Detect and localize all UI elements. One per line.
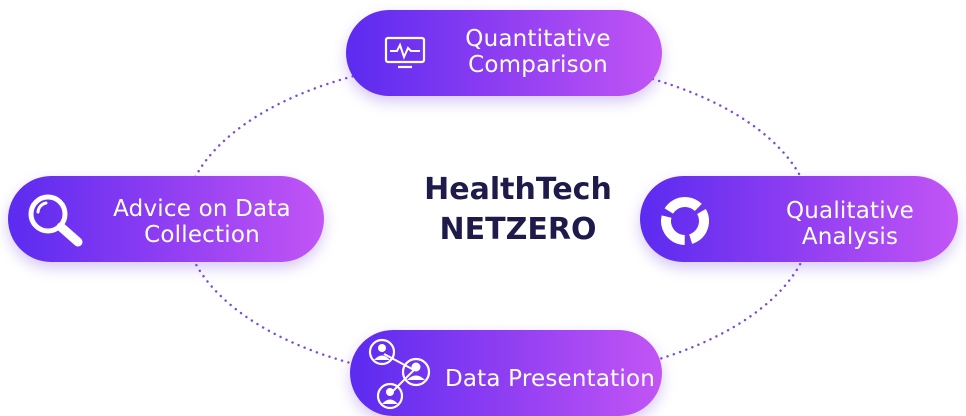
people-network-icon [368, 338, 431, 410]
node-qualitative-analysis: Qualitative Analysis [640, 176, 958, 262]
center-title: HealthTech NETZERO [396, 170, 640, 250]
node-label: Qualitative Analysis [750, 198, 950, 250]
node-label: Data Presentation [440, 366, 660, 392]
node-label: Quantitative Comparison [438, 26, 638, 78]
node-label-line: Data Presentation [444, 366, 656, 392]
node-data-presentation: Data Presentation [350, 330, 662, 416]
node-advice-on-data-collection: Advice on Data Collection [8, 176, 324, 262]
center-title-line: NETZERO [439, 212, 597, 247]
magnifier-icon [28, 194, 83, 247]
center-title-line: HealthTech [424, 172, 612, 207]
node-label-line: Collection [144, 222, 260, 248]
node-label: Advice on Data Collection [92, 196, 312, 248]
node-label-line: Quantitative [465, 26, 611, 52]
ring-chart-icon [661, 197, 709, 245]
monitor-pulse-icon [384, 36, 426, 69]
node-label-line: Qualitative [785, 198, 915, 224]
node-label-line: Analysis [801, 224, 899, 250]
node-label-line: Advice on Data [113, 196, 291, 222]
node-quantitative-comparison: Quantitative Comparison [346, 10, 662, 96]
node-label-line: Comparison [468, 52, 608, 78]
